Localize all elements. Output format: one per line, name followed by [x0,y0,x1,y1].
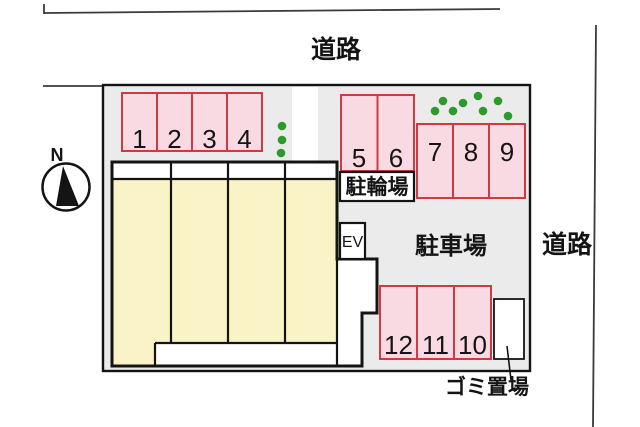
bicycle-parking-label: 駐輪場 [346,175,409,199]
building-unit-2 [171,180,228,343]
tree-icon [493,96,503,106]
parking-space-9 [488,123,526,199]
tree-icon [458,98,468,108]
tree-icons [276,91,513,158]
parking-space-11-number: 11 [422,330,449,360]
road-right-label: 道路 [542,230,593,259]
bicycle-parking-box [338,170,416,203]
tree-icon [448,106,458,116]
garbage-area: ゴミ置場 [445,298,529,399]
parking-row-top-left: 1 2 3 4 [121,92,263,154]
parking-space-1 [121,92,158,152]
parking-space-8-number: 8 [464,137,478,167]
parking-space-4-number: 4 [237,124,251,154]
parking-row-bottom: 12 11 10 [379,285,492,360]
building-unit-1 [112,180,171,343]
bicycle-parking: 駐輪場 [338,170,416,203]
road-lines [43,4,597,427]
parking-row-middle: 5 6 [340,94,415,173]
parking-space-4 [226,92,263,152]
parking-space-10 [453,285,492,360]
parking-space-7-number: 7 [428,137,442,167]
parking-space-3 [191,92,228,152]
building-unit-3 [228,180,285,343]
parking-space-2-number: 2 [167,124,181,154]
garbage-leader-line [506,345,512,381]
road-right-line [592,24,597,427]
north-label: N [51,145,64,165]
parking-space-10-number: 10 [458,330,487,360]
tree-icon [473,91,483,101]
parking-row-top-right: 7 8 9 [416,123,526,199]
parking-space-5-number: 5 [352,143,366,173]
parking-space-11 [416,285,455,360]
parking-space-7 [416,123,454,199]
tree-icon [277,121,287,131]
parking-space-3-number: 3 [202,124,216,154]
parking-space-6 [376,94,415,172]
building-unit-4 [285,180,337,343]
compass-needle [56,166,79,206]
road-top-outer-line [43,8,501,14]
building-unit-1-lower [112,343,155,366]
elevator-label: EV [342,234,364,251]
parking-space-1-number: 1 [132,124,146,154]
elevator-box [338,221,367,261]
parking-space-12-number: 12 [384,330,413,360]
car-parking-label: 駐車場 [415,232,487,260]
road-top-label: 道路 [311,35,362,64]
parking-space-9-number: 9 [500,137,514,167]
tree-icon [503,111,513,121]
parking-space-6-number: 6 [389,143,403,173]
tree-icon [276,148,286,158]
garbage-box [493,298,525,360]
tree-icon [438,96,448,106]
elevator: EV [338,221,367,261]
tree-icon [430,106,440,116]
building [110,160,379,368]
tree-icon [277,135,287,145]
compass-north-icon: N [41,145,91,212]
tree-icon [478,106,488,116]
entrance-walkway [292,87,318,162]
building-outline [110,160,379,368]
garbage-area-label: ゴミ置場 [445,375,529,399]
